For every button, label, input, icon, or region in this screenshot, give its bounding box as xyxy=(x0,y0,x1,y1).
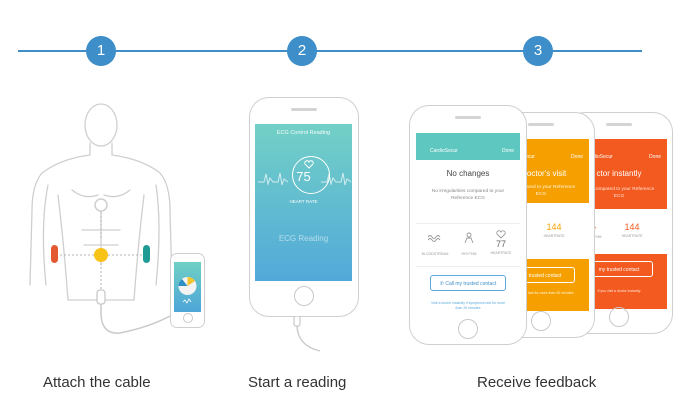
app-name: CardioSecur xyxy=(430,148,458,154)
phone-speaker xyxy=(528,123,554,126)
wave-icon xyxy=(427,235,441,242)
small-phone-screen xyxy=(174,262,201,312)
phone-speaker xyxy=(455,116,481,119)
call-trusted-contact-button[interactable]: ✆ Call my trusted contact xyxy=(430,275,506,291)
feedback-front-desc: No irregularities compared to your Refer… xyxy=(431,189,505,201)
trusted-contact-button[interactable]: my trusted contact xyxy=(585,261,653,277)
home-button[interactable] xyxy=(458,319,478,339)
feedback-middle-title: a doctor's visit xyxy=(515,169,567,178)
body-illustration xyxy=(29,103,173,334)
done-button[interactable]: Done xyxy=(649,154,661,160)
progress-line xyxy=(18,50,642,52)
feedback-back-note: If you visit a doctor instantly xyxy=(597,289,641,293)
step-1-badge: 1 xyxy=(86,36,116,66)
ecg-screen: ECG Control Reading 75 HEART RATE ECG Re… xyxy=(255,124,352,281)
heart-icon xyxy=(496,230,506,239)
ecg-screen-title: ECG Control Reading xyxy=(276,130,331,136)
feedback-middle-note: if symptoms last for more than 20 minute… xyxy=(508,291,574,295)
phone-speaker xyxy=(291,108,317,111)
step-3-caption: Receive feedback xyxy=(477,374,597,391)
feedback-front-screen: CardioSecur Done No changes No irregular… xyxy=(416,133,520,316)
metric-bloodstream: BLOODSTREAM xyxy=(420,228,450,256)
feedback-front-header: CardioSecur Done xyxy=(416,133,520,160)
done-button[interactable]: Done xyxy=(571,154,583,160)
ecg-wave-left xyxy=(258,172,288,186)
heart-rate-label: HEART RATE xyxy=(289,199,318,204)
done-button[interactable]: Done xyxy=(502,148,514,154)
phone-speaker xyxy=(606,123,632,126)
step-2-badge: 2 xyxy=(287,36,317,66)
feedback-front-title: No changes xyxy=(446,169,490,178)
step-2-caption: Start a reading xyxy=(248,374,347,391)
home-button[interactable] xyxy=(609,307,629,327)
phone-icon: ✆ xyxy=(439,281,446,287)
bpm-ring xyxy=(292,156,330,194)
step-1-caption: Attach the cable xyxy=(43,374,151,391)
small-phone-home-button xyxy=(182,313,193,323)
metric-heartrate: 144 HEARTRATE xyxy=(543,222,565,238)
metric-heartrate: 77 HEARTRATE xyxy=(486,228,516,255)
feedback-front-metrics: BLOODSTREAM RHYTHM 77 HEARTRATE xyxy=(416,223,520,267)
feedback-phone-front: CardioSecur Done No changes No irregular… xyxy=(409,105,527,345)
metric-heartrate: 144 HEARTRATE xyxy=(621,222,643,238)
feedback-back-header: CardioSecur Done xyxy=(571,139,667,166)
metric-rhythm: RHYTHM xyxy=(454,228,484,256)
small-phone xyxy=(170,253,205,328)
feedback-back-title: ctor instantly xyxy=(596,169,642,178)
person-icon xyxy=(464,232,474,244)
reading-phone-cable xyxy=(293,316,321,352)
home-button[interactable] xyxy=(531,311,551,331)
feedback-middle-desc: ies compared to your Reference ECG xyxy=(506,185,576,197)
feedback-front-note: Visit a doctor instantly if symptoms las… xyxy=(430,301,506,310)
call-trusted-contact-label: Call my trusted contact xyxy=(445,281,497,287)
app-name: CardioSecur xyxy=(585,154,613,160)
reading-phone: ECG Control Reading 75 HEART RATE ECG Re… xyxy=(249,97,359,317)
step-3-badge: 3 xyxy=(523,36,553,66)
bpm-value: 75 xyxy=(296,169,311,184)
heart-icon xyxy=(304,160,314,169)
feedback-back-desc: ities compared to your Reference ECG xyxy=(583,187,655,199)
small-phone-chart xyxy=(178,277,197,304)
ecg-reading-watermark: ECG Reading xyxy=(278,234,329,243)
reading-phone-home-button[interactable] xyxy=(294,286,314,306)
